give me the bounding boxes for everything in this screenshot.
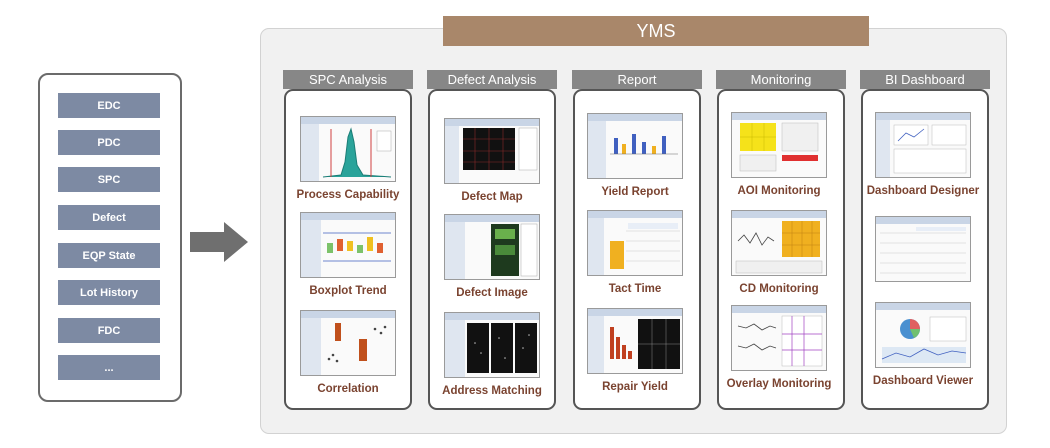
dashboard-table-icon <box>875 216 971 282</box>
data-source-eqp-state: EQP State <box>58 243 160 268</box>
module-defect-map[interactable]: Defect Map <box>417 118 567 203</box>
module-label: AOI Monitoring <box>737 185 821 197</box>
module-label: Overlay Monitoring <box>726 378 832 390</box>
histogram-icon <box>300 116 396 182</box>
grid-monitor-icon <box>731 112 827 178</box>
dashboard-viewer-icon <box>875 302 971 368</box>
module-address-matching[interactable]: Address Matching <box>417 312 567 397</box>
address-matching-icon <box>444 312 540 378</box>
module-boxplot-trend[interactable]: Boxplot Trend <box>273 212 423 297</box>
table-report-icon <box>587 210 683 276</box>
module-yield-report[interactable]: Yield Report <box>560 113 710 198</box>
data-source-lot-history: Lot History <box>58 280 160 305</box>
data-source-spc: SPC <box>58 167 160 192</box>
bar-report-icon <box>587 113 683 179</box>
module-label: Dashboard Viewer <box>872 375 974 387</box>
repair-chart-icon <box>587 308 683 374</box>
module-defect-image[interactable]: Defect Image <box>417 214 567 299</box>
module-label: Correlation <box>317 383 379 395</box>
module-repair-yield[interactable]: Repair Yield <box>560 308 710 393</box>
data-source-defect: Defect <box>58 205 160 230</box>
header-bi-dashboard: BI Dashboard <box>860 70 990 89</box>
defect-map-icon <box>444 118 540 184</box>
module-label: Tact Time <box>608 283 662 295</box>
data-source-panel: EDC PDC SPC Defect EQP State Lot History… <box>38 73 182 402</box>
header-monitoring: Monitoring <box>716 70 846 89</box>
flow-arrow-icon <box>190 222 248 262</box>
module-label: Process Capability <box>296 189 400 201</box>
defect-image-icon <box>444 214 540 280</box>
module-tact-time[interactable]: Tact Time <box>560 210 710 295</box>
data-source-fdc: FDC <box>58 318 160 343</box>
yms-title: YMS <box>443 16 869 46</box>
module-correlation[interactable]: Correlation <box>273 310 423 395</box>
data-source-edc: EDC <box>58 93 160 118</box>
header-defect-analysis: Defect Analysis <box>427 70 557 89</box>
module-overlay-monitoring[interactable]: Overlay Monitoring <box>704 305 854 390</box>
module-dashboard-designer[interactable]: Dashboard Designer <box>848 112 998 197</box>
correlation-icon <box>300 310 396 376</box>
module-process-capability[interactable]: Process Capability <box>273 116 423 201</box>
module-label: Dashboard Designer <box>866 185 980 197</box>
overlay-monitor-icon <box>731 305 827 371</box>
module-dashboard-table[interactable] <box>848 216 998 289</box>
module-label: Boxplot Trend <box>309 285 387 297</box>
module-label: Address Matching <box>442 385 542 397</box>
module-label: CD Monitoring <box>739 283 819 295</box>
header-spc-analysis: SPC Analysis <box>283 70 413 89</box>
module-cd-monitoring[interactable]: CD Monitoring <box>704 210 854 295</box>
data-source-more: ... <box>58 355 160 380</box>
header-report: Report <box>572 70 702 89</box>
module-dashboard-viewer[interactable]: Dashboard Viewer <box>848 302 998 387</box>
dashboard-designer-icon <box>875 112 971 178</box>
boxplot-icon <box>300 212 396 278</box>
cd-monitor-icon <box>731 210 827 276</box>
data-source-pdc: PDC <box>58 130 160 155</box>
module-label: Repair Yield <box>602 381 668 393</box>
module-label: Defect Image <box>456 287 528 299</box>
module-label: Defect Map <box>461 191 523 203</box>
module-aoi-monitoring[interactable]: AOI Monitoring <box>704 112 854 197</box>
module-label: Yield Report <box>601 186 669 198</box>
